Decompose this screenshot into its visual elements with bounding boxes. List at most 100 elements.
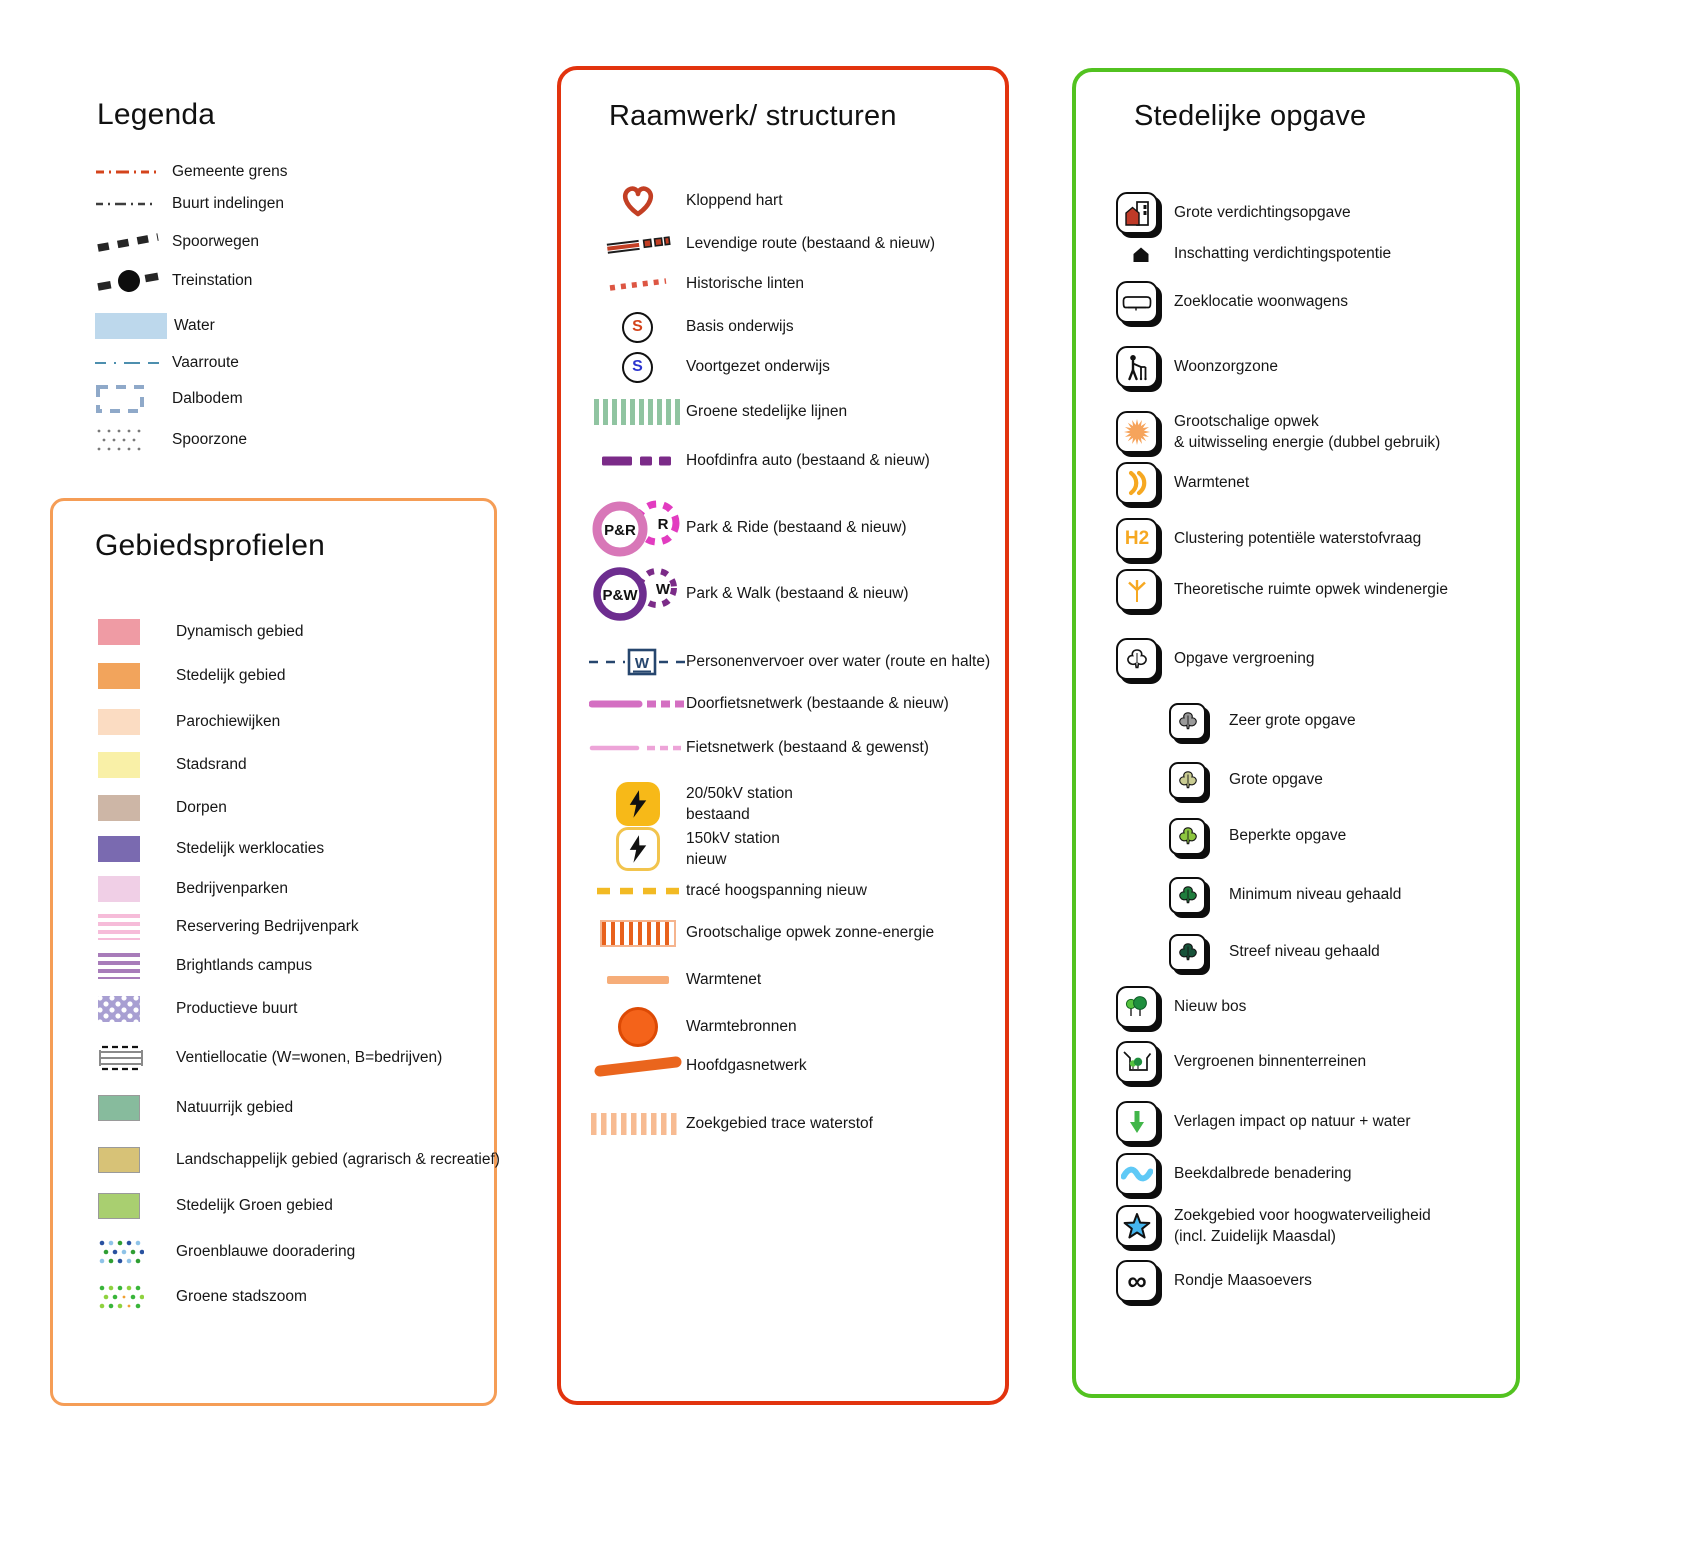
legend-item: Grote verdichtingsopgave xyxy=(1116,188,1351,238)
grote-verdichtingsopgave-icon xyxy=(1116,192,1166,234)
legend-item: Fietsnetwerk (bestaand & gewenst) xyxy=(589,734,929,762)
legend-item: Opgave vergroening xyxy=(1116,634,1314,684)
kv-nieuw-line1: 150kV station xyxy=(686,830,780,847)
legend-label: Grote opgave xyxy=(1229,771,1323,788)
legend-label: Warmtenet xyxy=(686,971,762,988)
legenda-title: Legenda xyxy=(97,98,216,131)
zeer-grote-opgave-tree-icon xyxy=(1169,702,1229,740)
legend-label: Warmtenet xyxy=(1174,474,1250,491)
legend-label: Opgave vergroening xyxy=(1174,650,1315,667)
legend-item: Nieuw bos xyxy=(1116,982,1246,1032)
inschatting-verdichtingspotentie-icon xyxy=(1116,246,1166,263)
windenergie-turbine-icon xyxy=(1116,569,1166,611)
grote-opgave-tree-icon xyxy=(1169,761,1229,799)
voortgezet-onderwijs-letter: S xyxy=(632,358,643,375)
legend-label: Basis onderwijs xyxy=(686,318,794,335)
zoekgebied-waterstof-icon xyxy=(589,1112,686,1136)
legend-item: Hoofdinfra auto (bestaand & nieuw) xyxy=(589,447,930,475)
historische-linten-icon xyxy=(589,274,686,294)
spoorzone-dots-icon xyxy=(95,427,172,453)
legend-label: Ventiellocatie (W=wonen, B=bedrijven) xyxy=(176,1049,443,1066)
legend-item: Theoretische ruimte opwek windenergie xyxy=(1116,565,1448,615)
legend-item: Groene stedelijke lijnen xyxy=(589,398,847,426)
legend-item: Bedrijvenparken xyxy=(98,875,288,903)
waterstofvraag-h2-icon: H2 xyxy=(1116,518,1166,560)
kv-nieuw-line2: nieuw xyxy=(686,851,727,868)
stedelijk-groen-gebied-swatch xyxy=(98,1193,176,1219)
legend-label: Verlagen impact op natuur + water xyxy=(1174,1113,1411,1130)
legend-label: 20/50kV station bestaand xyxy=(686,783,793,825)
brightlands-campus-swatch xyxy=(98,953,176,979)
stadsrand-swatch xyxy=(98,752,176,778)
opwek-line2: & uitwisseling energie (dubbel gebruik) xyxy=(1174,434,1441,451)
legend-label: Brightlands campus xyxy=(176,957,313,974)
legend-label: Inschatting verdichtingspotentie xyxy=(1174,245,1392,262)
legend-label: Hoofdinfra auto (bestaand & nieuw) xyxy=(686,452,930,469)
legend-label: Warmtebronnen xyxy=(686,1018,797,1035)
legend-item: Vergroenen binnenterreinen xyxy=(1116,1037,1366,1087)
legend-item: Brightlands campus xyxy=(98,952,312,980)
legend-label: Dalbodem xyxy=(172,390,243,407)
legend-item: Inschatting verdichtingspotentie xyxy=(1116,239,1391,269)
legend-item: Historische linten xyxy=(589,270,804,298)
legend-item: Spoorzone xyxy=(95,426,247,454)
dorpen-swatch xyxy=(98,795,176,821)
legend-label: Clustering potentiële waterstofvraag xyxy=(1174,530,1422,547)
legend-item: Beekdalbrede benadering xyxy=(1116,1149,1352,1199)
stedelijk-werklocaties-swatch xyxy=(98,836,176,862)
legend-item: W P&W Park & Walk (bestaand & nieuw) xyxy=(589,561,909,627)
legend-item: Kloppend hart xyxy=(589,184,783,218)
legend-item: Grote opgave xyxy=(1169,758,1323,802)
legend-label: Treinstation xyxy=(172,272,253,289)
legend-label: Beekdalbrede benadering xyxy=(1174,1165,1352,1182)
grootschalige-opwek-energie-icon xyxy=(1116,411,1166,453)
legend-label: Park & Ride (bestaand & nieuw) xyxy=(686,519,907,536)
legend-label: Groenblauwe dooradering xyxy=(176,1243,356,1260)
fietsnetwerk-icon xyxy=(589,744,686,752)
legend-item: Stedelijk werklocaties xyxy=(98,835,324,863)
groene-stadszoom-dots-icon xyxy=(98,1284,176,1310)
zoeklocatie-woonwagens-icon xyxy=(1116,281,1166,323)
warmtebronnen-icon xyxy=(589,1007,686,1047)
legend-label: Zoeklocatie woonwagens xyxy=(1174,293,1349,310)
gebiedsprofielen-title: Gebiedsprofielen xyxy=(95,529,326,562)
legend-label: Doorfietsnetwerk (bestaande & nieuw) xyxy=(686,695,949,712)
legend-item: S Basis onderwijs xyxy=(589,311,794,343)
legend-label: Natuurrijk gebied xyxy=(176,1099,294,1116)
legend-item: Dynamisch gebied xyxy=(98,618,304,646)
legend-item: Reservering Bedrijvenpark xyxy=(98,913,359,941)
legend-label: Zoekgebied voor hoogwaterveiligheid (inc… xyxy=(1174,1205,1431,1247)
legend-item: S Voortgezet onderwijs xyxy=(589,351,830,383)
legend-item: Treinstation xyxy=(95,266,252,296)
legend-item: Beperkte opgave xyxy=(1169,814,1346,858)
voortgezet-onderwijs-icon: S xyxy=(589,351,686,383)
buurt-indelingen-line-icon xyxy=(95,200,172,208)
beekdal-wave-icon xyxy=(1116,1153,1166,1195)
legend-item: Dalbodem xyxy=(95,384,243,414)
legend-label: Spoorzone xyxy=(172,431,247,448)
legend-label: Groene stadszoom xyxy=(176,1288,307,1305)
legend-item: Woonzorgzone xyxy=(1116,342,1278,392)
legend-label: Dorpen xyxy=(176,799,227,816)
gebiedsprofielen-panel: Gebiedsprofielen Dynamisch gebied Stedel… xyxy=(50,498,500,1406)
legend-label: Rondje Maasoevers xyxy=(1174,1272,1312,1289)
legend-label: Fietsnetwerk (bestaand & gewenst) xyxy=(686,739,929,756)
legend-item: 20/50kV station bestaand xyxy=(589,782,793,826)
legend-label: Zoekgebied trace waterstof xyxy=(686,1115,873,1132)
legend-label: Voortgezet onderwijs xyxy=(686,358,830,375)
legend-item: Stedelijk Groen gebied xyxy=(98,1192,333,1220)
dalbodem-icon xyxy=(95,384,172,414)
gemeente-grens-line-icon xyxy=(95,168,172,176)
reservering-bedrijvenpark-swatch xyxy=(98,914,176,940)
legend-label: Stedelijk werklocaties xyxy=(176,840,325,857)
legend-item: Zeer grote opgave xyxy=(1169,699,1356,743)
landschappelijk-gebied-swatch xyxy=(98,1147,176,1173)
spoorwegen-line-icon xyxy=(95,229,172,255)
stedelijke-opgave-panel: Stedelijke opgave Grote verdichtingsopga… xyxy=(1072,68,1520,1398)
legend-label: Vaarroute xyxy=(172,354,239,371)
legend-label: Streef niveau gehaald xyxy=(1229,943,1380,960)
opwek-line1: Grootschalige opwek xyxy=(1174,413,1319,430)
legend-label: Stedelijk gebied xyxy=(176,667,286,684)
legend-label: Grote verdichtingsopgave xyxy=(1174,204,1351,221)
pw-letters: P&W xyxy=(603,587,639,604)
